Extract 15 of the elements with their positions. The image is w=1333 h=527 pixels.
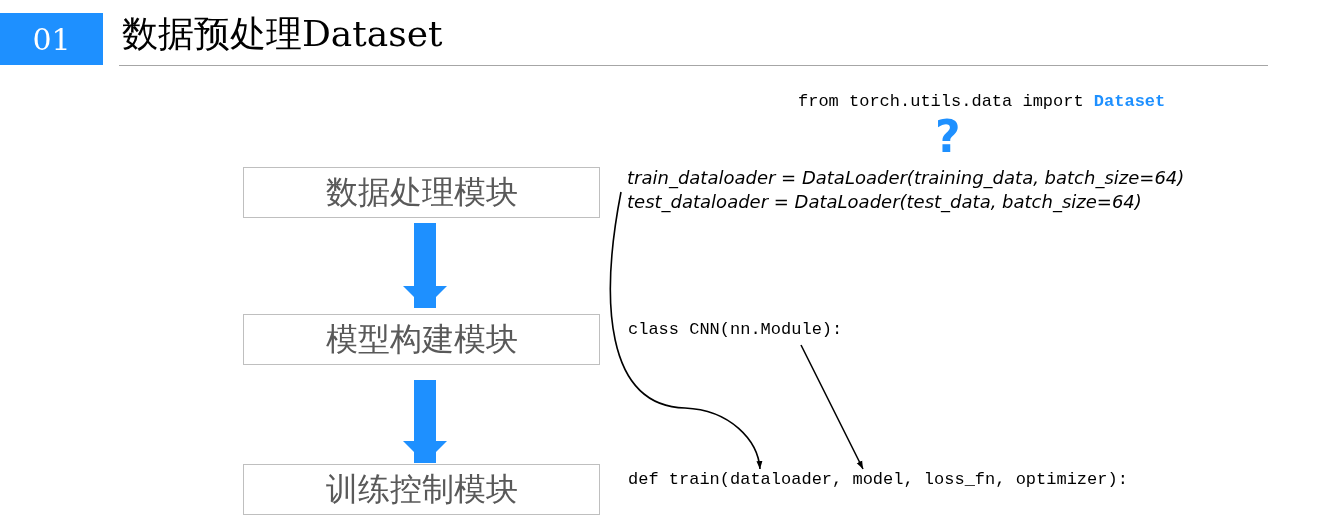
code-line: from torch.utils.data import Dataset [798,92,1166,111]
page-title: 数据预处理Dataset [122,12,443,56]
arrow [609,191,762,470]
module-box: 训练控制模块 [243,464,600,515]
code-line: class CNN(nn.Module): [628,320,843,339]
question-mark: ? [935,112,961,162]
arrow [800,344,864,470]
block-arrow [403,223,447,308]
number-badge: 01 [0,13,103,65]
code-line: train_dataloader = DataLoader(training_data, batch_size=64) [627,166,1185,190]
module-box: 模型构建模块 [243,314,600,365]
code-line: test_dataloader = DataLoader(test_data, batch_size=64) [627,190,1143,214]
code-line: def train(dataloader, model, loss_fn, optimizer): [628,470,1128,489]
block-arrow [403,380,447,463]
module-box: 数据处理模块 [243,167,600,218]
